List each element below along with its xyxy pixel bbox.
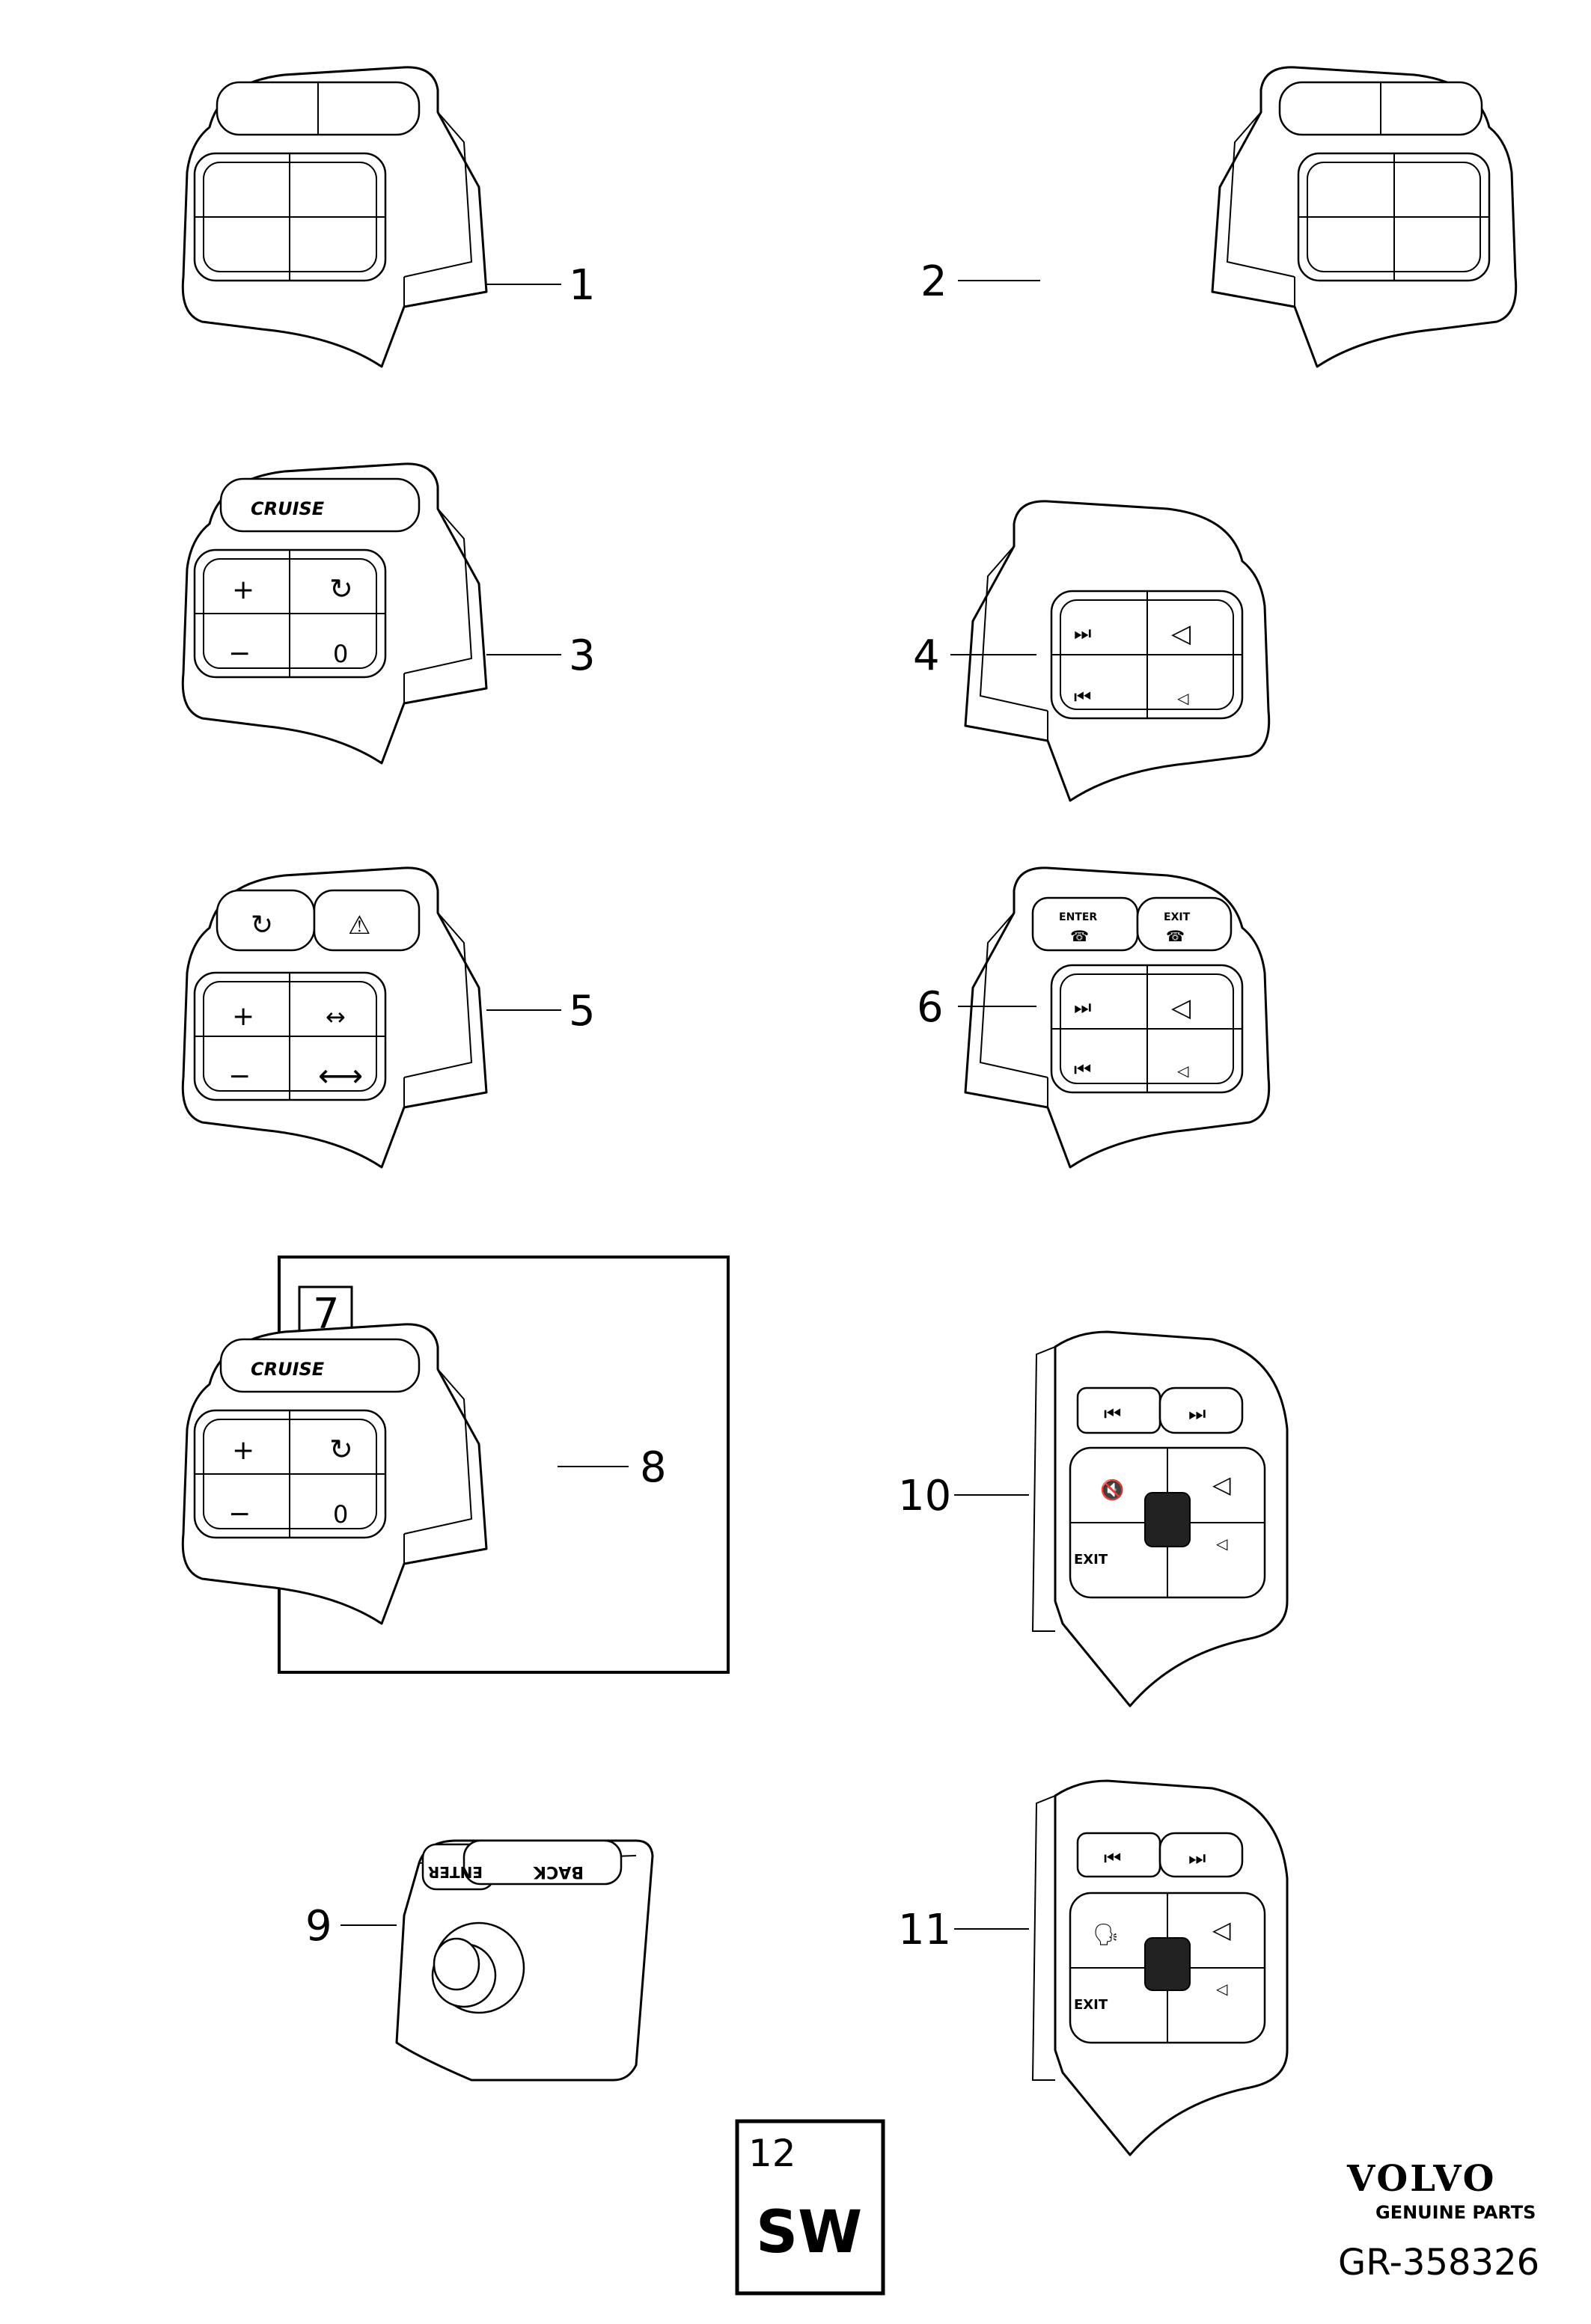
callout-2: 2 — [920, 257, 947, 306]
exit-label: EXIT — [1074, 1997, 1108, 2013]
phone-hangup-icon: ☎ — [1166, 927, 1185, 945]
zero-label: 0 — [333, 1500, 348, 1529]
part-5-acc-switch: ↻ ⚠ + − ↔ ⟷ — [181, 866, 488, 1169]
resume-icon: ↻ — [251, 910, 273, 941]
prev-track-icon: ⏮ — [1074, 686, 1091, 709]
distance-alert-icon: ⚠ — [348, 911, 370, 941]
section-code: SW — [756, 2199, 862, 2266]
minus-label: − — [228, 1061, 251, 1092]
callout-5: 5 — [569, 987, 596, 1036]
exit-label: EXIT — [1164, 911, 1191, 923]
thumbwheel — [1144, 1492, 1191, 1547]
part-6-phone-audio-switch: ENTER ☎ EXIT ☎ ⏭ ⏮ ◁ ◁ — [964, 866, 1271, 1169]
volume-down-icon: ◁ — [1215, 1535, 1228, 1553]
callout-8: 8 — [640, 1443, 667, 1492]
enter-label: ENTER — [1059, 911, 1097, 923]
callout-11: 11 — [898, 1906, 951, 1954]
callout-9: 9 — [305, 1902, 332, 1951]
prev-track-icon: ⏮ — [1074, 1059, 1091, 1081]
gap-long-icon: ⟷ — [318, 1057, 363, 1094]
plus-label: + — [232, 1435, 254, 1466]
next-track-icon: ⏭ — [1074, 623, 1091, 645]
next-track-icon: ⏭ — [1188, 1847, 1206, 1870]
drawing-reference: GR-358326 — [1338, 2242, 1539, 2284]
volume-up-icon: ◁ — [1171, 993, 1191, 1023]
next-track-icon: ⏭ — [1188, 1403, 1206, 1425]
section-number: 12 — [748, 2132, 796, 2175]
brand-tagline: GENUINE PARTS — [1375, 2202, 1536, 2223]
callout-3: 3 — [569, 632, 596, 680]
gap-short-icon: ↔ — [326, 1003, 346, 1031]
thumbwheel — [1144, 1937, 1191, 1991]
callout-6: 6 — [917, 983, 944, 1032]
zero-label: 0 — [333, 640, 348, 668]
minus-label: − — [228, 638, 251, 669]
part-2-switch-right — [1211, 66, 1518, 368]
part-10-sensus-switch: ⏮ ⏭ 🔇 ◁ ◁ EXIT — [1031, 1330, 1289, 1707]
volume-down-icon: ◁ — [1176, 689, 1189, 707]
volume-up-icon: ◁ — [1212, 1915, 1231, 1944]
section-box — [735, 2119, 885, 2296]
back-mirrored-label: BACK — [533, 1862, 584, 1881]
volume-up-icon: ◁ — [1212, 1470, 1231, 1499]
minus-label: − — [228, 1499, 251, 1529]
volume-down-icon: ◁ — [1176, 1062, 1189, 1080]
part-9-control-knob: ENTER BACK — [395, 1839, 654, 2082]
exit-label: EXIT — [1074, 1552, 1108, 1568]
phone-answer-icon: ☎ — [1070, 927, 1089, 945]
resume-icon: ↻ — [329, 1433, 353, 1466]
resume-icon: ↻ — [329, 572, 353, 605]
plus-label: + — [232, 1001, 254, 1032]
prev-track-icon: ⏮ — [1104, 1847, 1121, 1870]
part-8-cruise-switch: CRUISE + − ↻ 0 — [181, 1323, 488, 1625]
callout-1: 1 — [569, 261, 596, 310]
callout-4: 4 — [913, 632, 940, 680]
brand-logo: VOLVO — [1346, 2158, 1496, 2200]
part-4-audio-switch: ⏭ ⏮ ◁ ◁ — [964, 500, 1271, 802]
enter-mirrored-label: ENTER — [428, 1863, 483, 1881]
cruise-label: CRUISE — [251, 1359, 325, 1380]
volume-up-icon: ◁ — [1171, 619, 1191, 649]
cruise-label: CRUISE — [251, 498, 325, 519]
callout-10: 10 — [898, 1472, 951, 1520]
next-track-icon: ⏭ — [1074, 997, 1091, 1019]
voice-command-icon: 🗣 — [1093, 1922, 1120, 1947]
volume-down-icon: ◁ — [1215, 1980, 1228, 1998]
part-11-sensus-voice-switch: ⏮ ⏭ 🗣 ◁ ◁ EXIT — [1031, 1779, 1289, 2156]
mute-icon: 🔇 — [1100, 1479, 1124, 1502]
prev-track-icon: ⏮ — [1104, 1403, 1121, 1425]
part-1-switch-left — [181, 66, 488, 368]
plus-label: + — [232, 575, 254, 605]
part-3-cruise-switch: CRUISE + − ↻ 0 — [181, 462, 488, 765]
